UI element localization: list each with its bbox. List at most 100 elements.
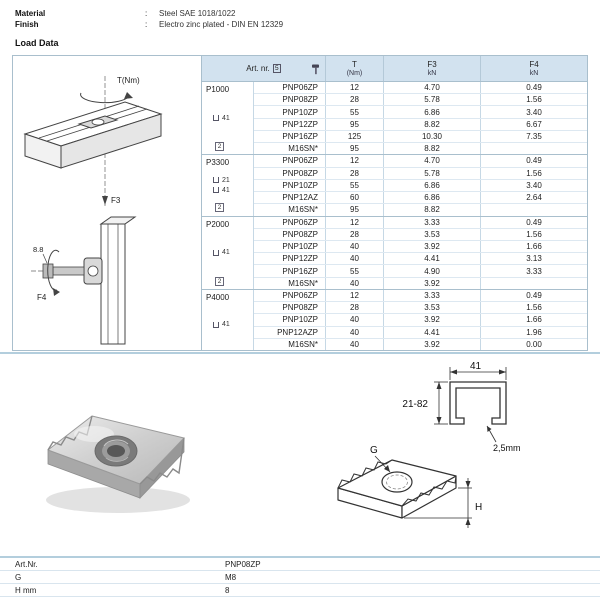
group-name: P1000 — [206, 85, 230, 94]
info-value: 8 — [225, 586, 230, 595]
cell-f3: 4.41 — [384, 253, 481, 265]
channel-nut-photo — [46, 415, 190, 513]
load-data-title: Load Data — [15, 38, 59, 48]
cell-f3: 3.33 — [384, 289, 481, 302]
profile-size: 21 — [213, 177, 251, 184]
spec-colon: : — [145, 9, 148, 18]
nut-height-label: H — [475, 502, 482, 513]
load-table: Art. nr. 5 T (Nm) F3 kN — [201, 56, 587, 351]
cell-f4: 3.40 — [526, 107, 542, 117]
cell-f3: 3.92 — [384, 277, 481, 289]
cell-art-nr: PNP12AZ — [254, 192, 326, 204]
assembly-diagram: T(Nm) F3 — [13, 56, 201, 350]
header-f4: F4 kN — [529, 59, 539, 77]
cell-torque: 55 — [326, 265, 384, 277]
cell-art-nr: PNP08ZP — [254, 94, 326, 106]
cell-art-nr: PNP08ZP — [254, 228, 326, 240]
cell-torque: 28 — [326, 167, 384, 179]
cell-art-nr: PNP16ZP — [254, 265, 326, 277]
info-label: G — [15, 573, 22, 582]
cell-torque: 12 — [326, 289, 384, 302]
nut-dimension-drawing: 41 21-82 2,5mm G — [337, 361, 521, 528]
cell-art-nr: PNP10ZP — [254, 106, 326, 118]
cell-f3: 8.82 — [384, 204, 481, 216]
cell-f4: 0.49 — [526, 156, 542, 166]
header-art-nr: Art. nr. 5 — [202, 56, 326, 81]
cell-f3: 3.92 — [384, 338, 481, 351]
cell-torque: 12 — [326, 155, 384, 167]
header-art-label: Art. nr. — [246, 64, 270, 73]
cell-f3: 3.92 — [384, 240, 481, 253]
info-value: M8 — [225, 573, 237, 582]
group-name: P2000 — [206, 219, 230, 229]
cell-torque: 28 — [326, 94, 384, 106]
spec-value: Electro zinc plated - DIN EN 12329 — [159, 20, 284, 29]
cell-f4: 1.56 — [526, 168, 542, 178]
cell-art-nr: PNP10ZP — [254, 314, 326, 326]
cell-art-nr: PNP10ZP — [254, 240, 326, 253]
cell-torque: 60 — [326, 192, 384, 204]
cell-art-nr: M16SN* — [254, 277, 326, 289]
cell-art-nr: PNP06ZP — [254, 155, 326, 167]
cell-f3: 4.41 — [384, 326, 481, 338]
cell-torque: 40 — [326, 240, 384, 253]
cell-torque: 40 — [326, 314, 384, 326]
cell-f4 — [481, 143, 587, 154]
section-divider — [0, 556, 600, 558]
section-divider — [0, 352, 600, 354]
cell-f4 — [481, 204, 587, 215]
load-table-header: Art. nr. 5 T (Nm) F3 kN — [202, 56, 587, 82]
group-name: P4000 — [206, 292, 230, 302]
spec-label: Material — [15, 9, 46, 18]
cell-f4: 0.49 — [526, 83, 542, 93]
cell-art-nr: PNP06ZP — [254, 216, 326, 228]
cell-torque: 28 — [326, 302, 384, 314]
cell-f4: 2.64 — [526, 193, 542, 203]
info-value: PNP08ZP — [225, 560, 261, 569]
cell-art-nr: PNP06ZP — [254, 289, 326, 302]
cell-torque: 40 — [326, 338, 384, 351]
width-dim-label: 41 — [470, 361, 482, 372]
info-label: Art.Nr. — [15, 560, 38, 569]
channel-profile-icon — [213, 187, 219, 194]
cell-art-nr: PNP06ZP — [254, 82, 326, 94]
channel-profile-icon — [213, 321, 219, 328]
cell-f3: 8.82 — [384, 143, 481, 155]
cell-art-nr: PNP12AZP — [254, 326, 326, 338]
cell-torque: 40 — [326, 253, 384, 265]
cell-f4: 1.66 — [526, 242, 542, 252]
cell-f4: 1.56 — [526, 303, 542, 313]
cell-f3: 5.78 — [384, 167, 481, 179]
cell-f4: 1.96 — [526, 327, 542, 337]
group-dims: 41 — [206, 115, 251, 122]
cell-f3: 6.86 — [384, 106, 481, 118]
spec-row: Finish:Electro zinc plated - DIN EN 1232… — [15, 19, 283, 30]
cell-art-nr: M16SN* — [254, 204, 326, 216]
cell-f3: 6.86 — [384, 179, 481, 192]
cell-art-nr: M16SN* — [254, 338, 326, 351]
cell-f4: 6.67 — [526, 119, 542, 129]
profile-size: 41 — [213, 187, 251, 194]
cell-f3: 10.30 — [384, 130, 481, 143]
